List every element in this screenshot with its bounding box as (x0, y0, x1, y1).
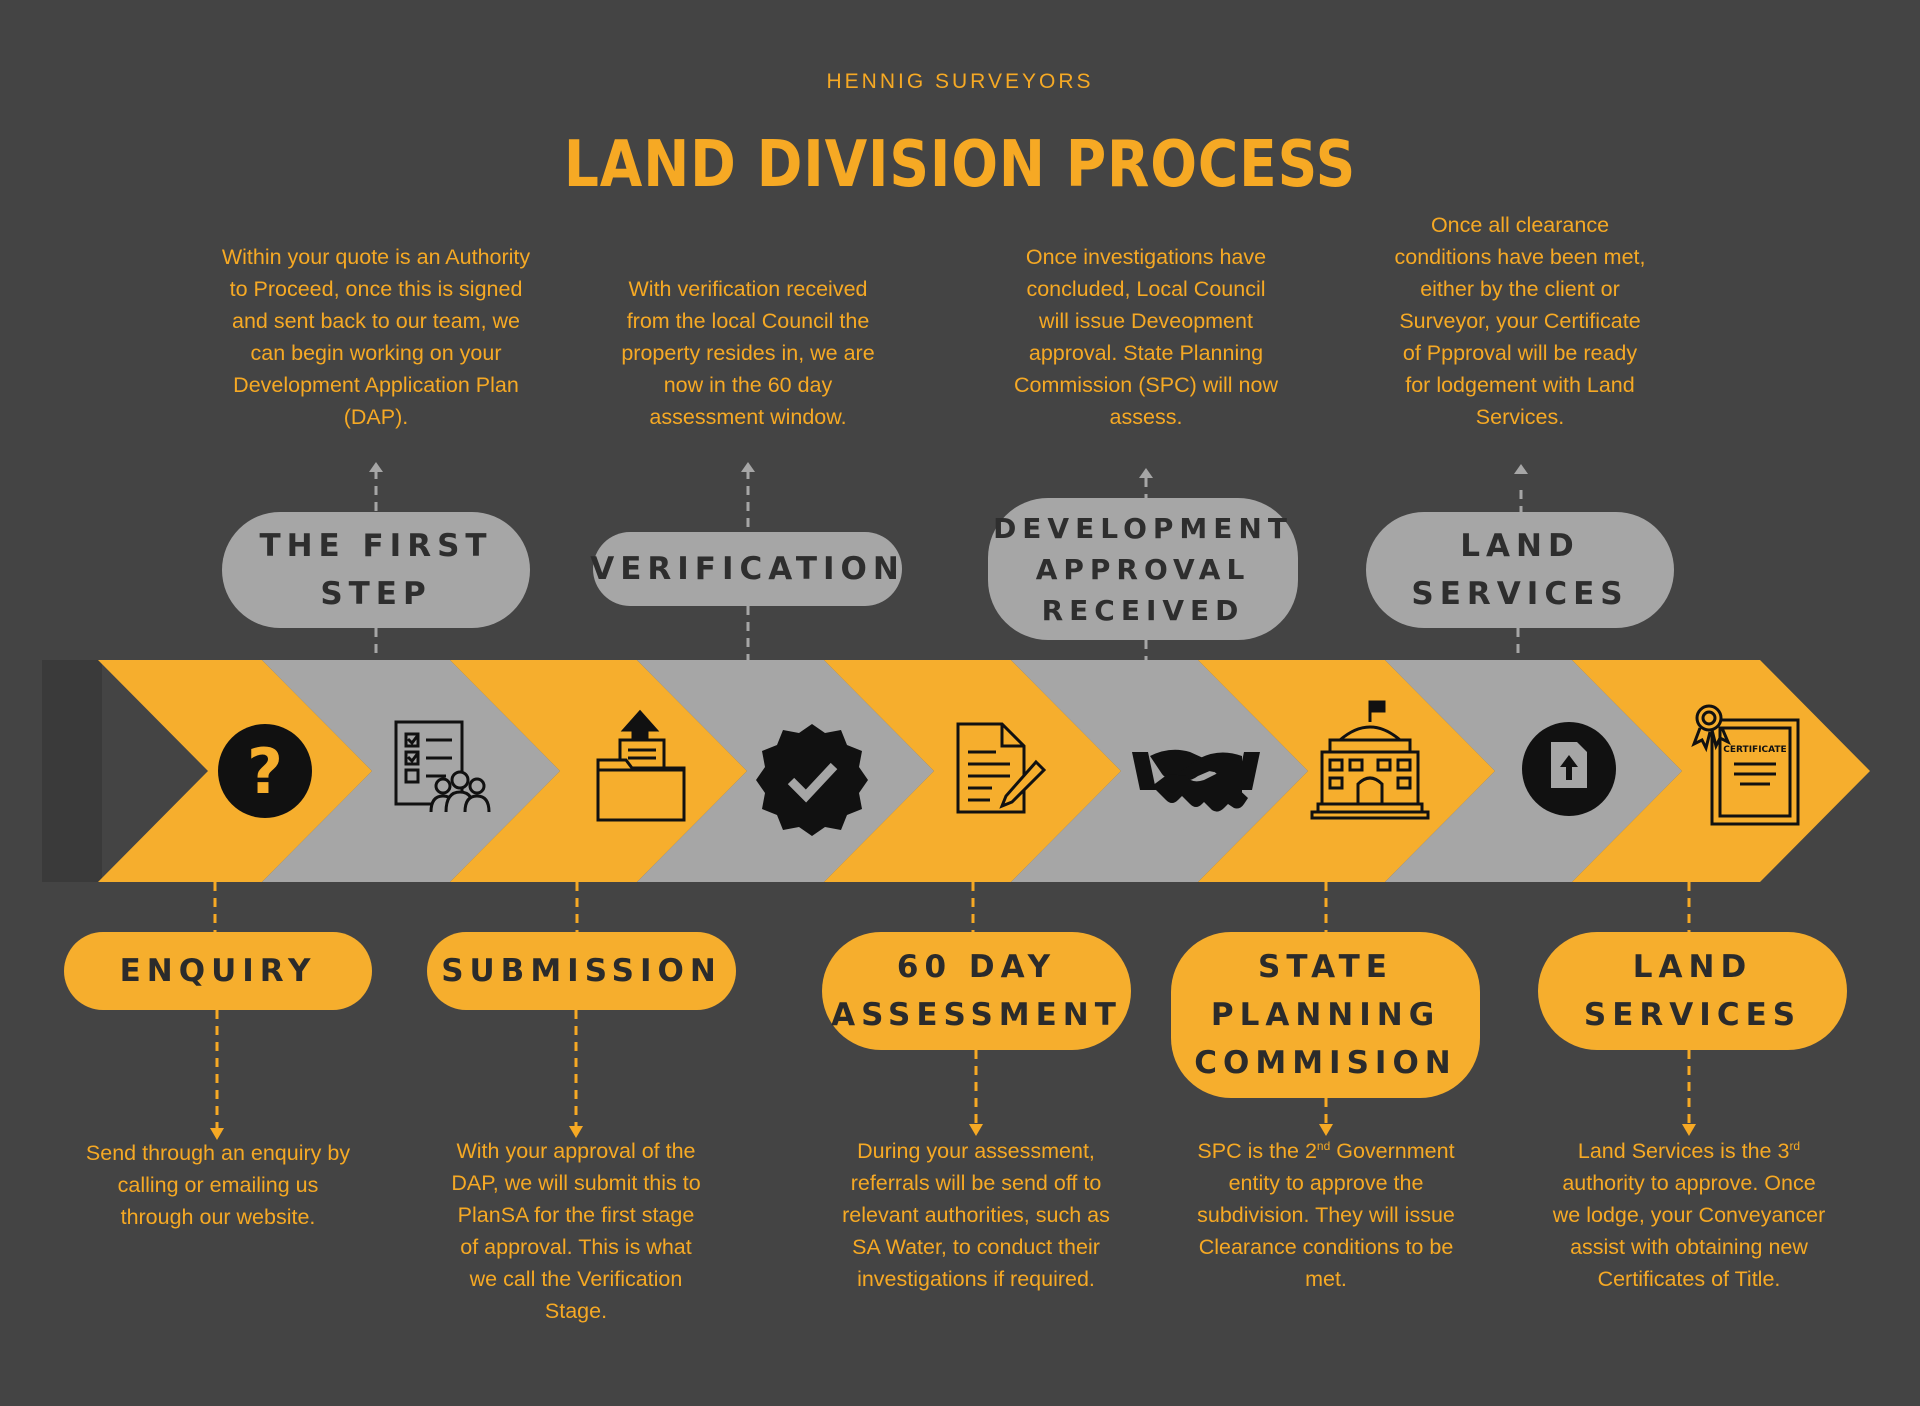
step-desc-land-services-bottom: Land Services is the 3rd authority to ap… (1552, 1138, 1826, 1291)
step-pill-submission: SUBMISSION (427, 932, 736, 1010)
certificate-icon: CERTIFICATE (1691, 704, 1800, 826)
arrowhead-development (1139, 468, 1153, 478)
arrowhead-land-top (1514, 464, 1528, 474)
arrowhead-assessment (969, 1124, 983, 1136)
step-pill-land-services-top: LAND SERVICES (1366, 512, 1674, 628)
page-title: LAND DIVISION PROCESS (563, 128, 1357, 202)
arrowhead-submission (569, 1126, 583, 1138)
question-mark-glyph: ? (247, 735, 283, 808)
question-icon: ? (218, 724, 312, 818)
government-building-icon (1310, 700, 1430, 820)
step-desc-state-planning-commision: SPC is the 2nd Government entity to appr… (1197, 1138, 1455, 1291)
document-sign-icon (956, 722, 1047, 814)
company-name: HENNIG SURVEYORS (826, 70, 1094, 93)
step-pill-the-first-step: THE FIRST STEP (222, 512, 530, 628)
step-desc-enquiry: Send through an enquiry by calling or em… (85, 1141, 351, 1229)
folder-upload-icon (596, 709, 686, 822)
step-desc-verification: With verification received from the loca… (621, 277, 875, 429)
step-desc-land-services-top: Once all clearance conditions have been … (1394, 213, 1646, 429)
verified-badge-icon (756, 724, 868, 836)
step-pill-enquiry: ENQUIRY (64, 932, 372, 1010)
certificate-label: CERTIFICATE (1723, 745, 1786, 755)
step-desc-the-first-step: Within your quote is an Authority to Pro… (221, 245, 531, 429)
step-pill-development-approval-received: DEVELOPMENT APPROVAL RECEIVED (988, 498, 1298, 640)
file-upload-icon (1522, 722, 1616, 816)
step-desc-submission: With your approval of the DAP, we will s… (451, 1139, 701, 1323)
handshake-icon (1132, 749, 1260, 812)
arrowhead-land-bottom (1682, 1124, 1696, 1136)
step-desc-development-approval: Once investigations have concluded, Loca… (1013, 245, 1278, 429)
arrowhead-verification (741, 462, 755, 472)
step-desc-60-day-assessment: During your assessment, referrals will b… (842, 1139, 1110, 1291)
arrowhead-spc (1319, 1124, 1333, 1136)
checklist-team-icon (394, 720, 491, 813)
arrowhead-first-step (369, 462, 383, 472)
timeline-band-edge (42, 660, 102, 882)
chevron-7 (1198, 660, 1495, 882)
chevron-6 (1011, 660, 1308, 882)
arrowhead-enquiry (210, 1128, 224, 1140)
step-pill-land-services-bottom: LAND SERVICES (1538, 932, 1847, 1050)
step-pill-60-day-assessment: 60 DAY ASSESSMENT (822, 932, 1131, 1050)
step-pill-verification: VERIFICATION (590, 532, 902, 606)
step-pill-state-planning-commision: STATE PLANNING COMMISION (1171, 932, 1480, 1098)
